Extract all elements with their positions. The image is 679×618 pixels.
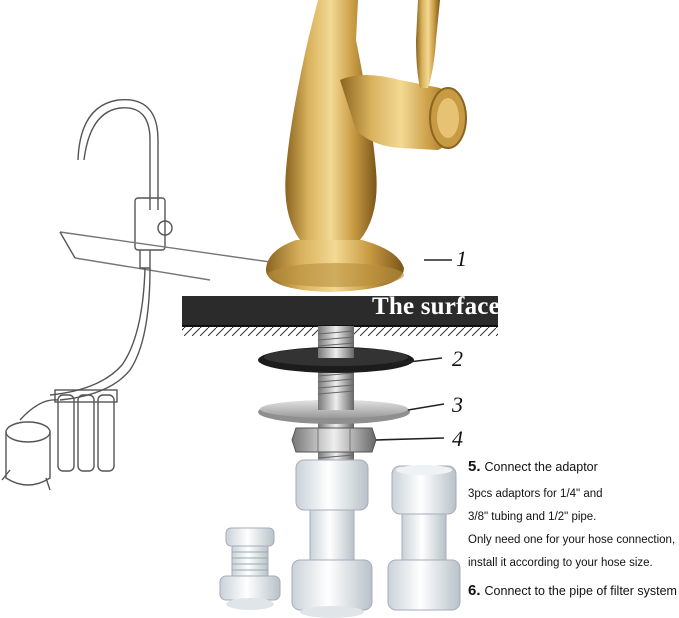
step-5-number: 5. <box>468 458 481 475</box>
hex-nut <box>291 427 377 453</box>
step-5-title: 5.Connect the adaptor <box>468 458 598 475</box>
step-5-note-1: 3pcs adaptors for 1/4" and <box>468 488 603 500</box>
ro-system-sketch <box>1 99 271 491</box>
step-6-text: Connect to the pipe of filter system <box>484 584 677 598</box>
step-5-note-4: install it according to your hose size. <box>468 557 653 569</box>
step-6-title: 6.Connect to the pipe of filter system <box>468 582 677 599</box>
step-5-text: Connect the adaptor <box>484 460 598 474</box>
part-label-1: 1 <box>456 246 467 271</box>
adaptor-threaded <box>219 527 281 610</box>
surface-label: The surface <box>372 293 500 320</box>
adaptor-straight-right <box>387 465 461 611</box>
brass-faucet <box>265 0 467 292</box>
rubber-gasket <box>258 347 414 373</box>
adaptor-straight-center <box>291 459 373 618</box>
part-label-3: 3 <box>452 392 463 417</box>
steel-washer <box>258 398 410 424</box>
step-6-number: 6. <box>468 582 481 599</box>
part-label-2: 2 <box>452 346 463 371</box>
part-label-4: 4 <box>452 426 463 451</box>
step-5-note-2: 3/8" tubing and 1/2" pipe. <box>468 511 597 523</box>
leader-lines <box>375 259 452 441</box>
step-5-note-3: Only need one for your hose connection, <box>468 534 676 546</box>
